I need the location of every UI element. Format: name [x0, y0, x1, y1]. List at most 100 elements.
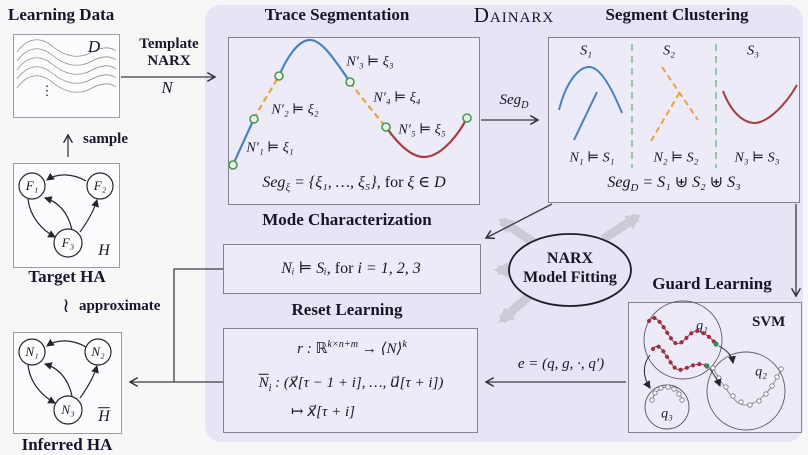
- q2-point-chain: [710, 365, 784, 408]
- node-label-n1: N₁: [25, 343, 39, 359]
- node-label-n3: N₃: [61, 401, 75, 417]
- transition-arrows: [643, 345, 736, 389]
- trace-segmentation-title: Trace Segmentation: [264, 5, 410, 24]
- trace-wave: [16, 39, 117, 57]
- approximate-squiggle: ≀: [62, 295, 70, 317]
- node-n3: [53, 395, 83, 425]
- seg-d-arrow-label: SegD: [499, 92, 529, 111]
- changepoint-markers: [228, 71, 472, 170]
- arrow-q1-q2-lower: [709, 368, 722, 388]
- cluster-columns: [558, 44, 798, 168]
- segment-clustering-box: [548, 37, 800, 203]
- region-q1: [643, 300, 723, 380]
- changepoint: [274, 71, 284, 81]
- cluster-name-s3: S₃: [747, 43, 759, 59]
- guard-learning-title: Guard Learning: [652, 274, 772, 293]
- connectors: [62, 71, 802, 388]
- segment-label-1: N′₁ ⊨ ξ₁: [246, 140, 294, 156]
- segment-clustering-title: Segment Clustering: [605, 5, 749, 24]
- reset-map-signature: r : ℝk×n+m → ⟨N⟩k: [297, 338, 407, 357]
- region-label-q2: q₂: [755, 364, 767, 380]
- arrow-q1-q2-upper: [718, 345, 736, 365]
- edge-f3-f2: [79, 198, 99, 233]
- edge-f2-f1: [46, 172, 87, 182]
- node-label-f2: F₂: [93, 177, 107, 193]
- node-label-f1: F₁: [25, 177, 39, 193]
- fan-arrow-to-segment-clustering: [600, 213, 641, 243]
- trace-segmentation-box: [228, 37, 480, 205]
- chain-dots: [647, 316, 718, 346]
- node-f2: [86, 172, 114, 200]
- changepoint: [345, 77, 355, 87]
- reset-learning-title: Reset Learning: [291, 300, 403, 319]
- edge-tuple-label: e = (q, g, ·, q′): [517, 355, 605, 372]
- chain-open-dots: [710, 365, 784, 408]
- dainarx-brand: Dainarx: [473, 3, 555, 27]
- segment-label-4: N′₄ ⊨ ξ₄: [373, 90, 421, 106]
- edge-f1-f3: [27, 198, 56, 238]
- reset-map-codomain: ↦ x⃗[τ + i]: [290, 403, 356, 420]
- trace-wave: [16, 66, 117, 84]
- target-ha-automaton: [18, 172, 114, 258]
- q3-point-chain: [649, 384, 685, 403]
- arrow-q1-q3: [643, 354, 651, 389]
- segment-label-3: N′₃ ⊨ ξ₃: [346, 54, 394, 70]
- mode-characterization-title: Mode Characterization: [262, 210, 432, 229]
- edge-n1-n3: [27, 364, 56, 404]
- reset-learning-box: [223, 328, 478, 433]
- changepoint: [228, 160, 238, 170]
- segment-label-2: N′₂ ⊨ ξ₂: [271, 102, 319, 118]
- segmented-trace-curve: [228, 38, 472, 170]
- fan-arrow-to-reset-learning: [498, 292, 532, 324]
- narx-model-fitting-ellipse: [508, 233, 632, 307]
- learning-data-title: Learning Data: [8, 5, 115, 24]
- node-f1: [18, 172, 46, 200]
- region-label-q1: q₁: [696, 318, 708, 334]
- narx-fitting-line1: NARX: [546, 250, 594, 268]
- trace-wave: [16, 57, 117, 75]
- target-ha-symbol: H: [98, 242, 110, 260]
- target-ha-title: Target HA: [28, 267, 106, 286]
- mode-characterization-box: [223, 244, 481, 294]
- trace-wave: [16, 75, 117, 93]
- chain-dots: [651, 344, 709, 372]
- chain-line: [652, 346, 708, 371]
- edge-n3-n2: [79, 364, 99, 399]
- q1-point-chains: [647, 316, 719, 372]
- approximate-label: approximate: [79, 298, 161, 314]
- node-label-n2: N₂: [91, 343, 105, 359]
- template-narx-label-1: Template: [139, 36, 199, 52]
- mode-characterization-formula: Nᵢ ⊨ Sᵢ, for i = 1, 2, 3: [281, 260, 421, 278]
- inferred-ha-automaton: [18, 338, 112, 425]
- edge-n3-n1: [43, 362, 73, 397]
- dataset-symbol: D: [87, 37, 101, 56]
- learning-data-traces: [16, 39, 117, 93]
- node-n1: [18, 338, 46, 366]
- guard-point-green: [713, 341, 719, 347]
- vertical-dots: ⋮: [40, 83, 54, 98]
- segment-5-red: [385, 117, 468, 159]
- svm-label: SVM: [752, 314, 786, 330]
- edge-f3-f1: [43, 196, 73, 231]
- inferred-ha-title: Inferred HA: [21, 435, 113, 454]
- cluster1-curve-b: [573, 91, 598, 141]
- cluster-model-3: N₃ ⊨ S₃: [734, 150, 780, 166]
- node-n2: [84, 338, 112, 366]
- chain-open-dots: [649, 384, 685, 403]
- narx-fitting-line2: Model Fitting: [523, 269, 617, 287]
- chain-line: [712, 367, 782, 406]
- segment-label-5: N′₅ ⊨ ξ₅: [398, 122, 446, 138]
- changepoint: [462, 113, 472, 123]
- template-narx-label-2: NARX: [147, 53, 191, 69]
- cluster-model-1: N₁ ⊨ S₁: [569, 150, 615, 166]
- cluster1-curve-a: [558, 66, 623, 114]
- region-q2: [706, 351, 786, 431]
- guard-learning-svm: [643, 300, 786, 431]
- reset-map-domain: Ni : (x⃗[τ − 1 + i], …, u⃗[τ + i]): [258, 374, 444, 394]
- cluster-name-s1: S₁: [580, 43, 592, 59]
- segment-clustering-formula: SegD = S₁ ⊎ S₂ ⊎ S₃: [607, 174, 741, 195]
- edge-n2-n1: [46, 338, 87, 348]
- sample-label: sample: [83, 131, 128, 147]
